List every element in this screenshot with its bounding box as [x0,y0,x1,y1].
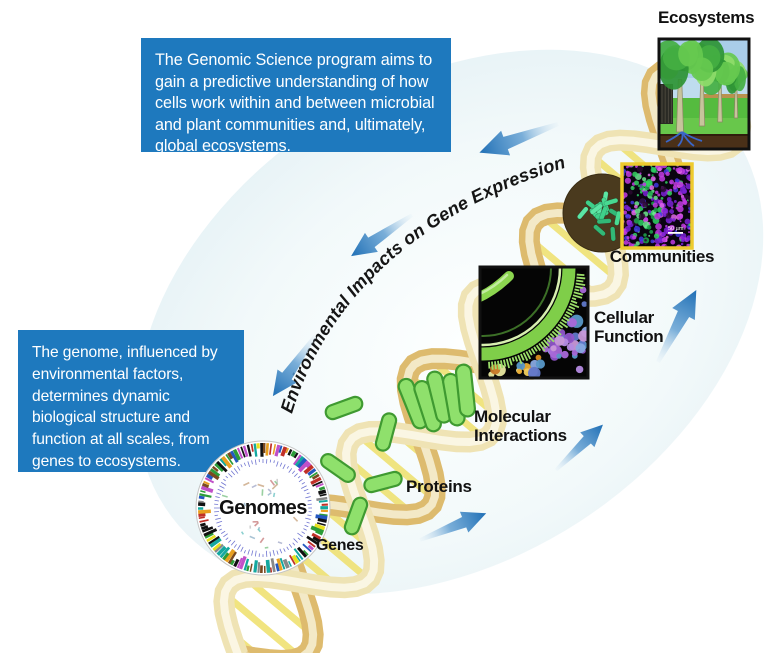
genome-description-box: The genome, influenced by environmental … [18,330,244,472]
proteins-label: Proteins [406,477,472,496]
flow-arrows [272,122,697,542]
flow-arrow-5 [554,424,603,472]
ecosystems-image-border [657,37,751,151]
molecular-interactions-label: Molecular Interactions [474,407,567,446]
scale-bar-label: 50 µm [668,226,684,232]
genomes-label: Genomes [219,497,307,519]
genes-label: Genes [316,537,364,554]
communities-image-border [620,162,694,250]
communities-image: 50 µm [622,164,692,248]
genome-map-circle [195,440,331,576]
proteins-illustration [320,363,477,536]
flow-arrow-4 [419,511,487,542]
communities-label: Communities [609,247,715,266]
program-description-box: The Genomic Science program aims to gain… [141,38,451,155]
cellular-function-label: Cellular Function [594,308,664,347]
cellular-function-image-border [478,265,590,380]
flow-arrow-6 [656,289,697,363]
flow-arrow-1 [479,122,559,156]
flow-arrow-2 [351,213,414,257]
flow-arrow-3 [272,334,317,397]
ecosystems-image [658,38,750,150]
ecosystems-label: Ecosystems [658,8,755,27]
